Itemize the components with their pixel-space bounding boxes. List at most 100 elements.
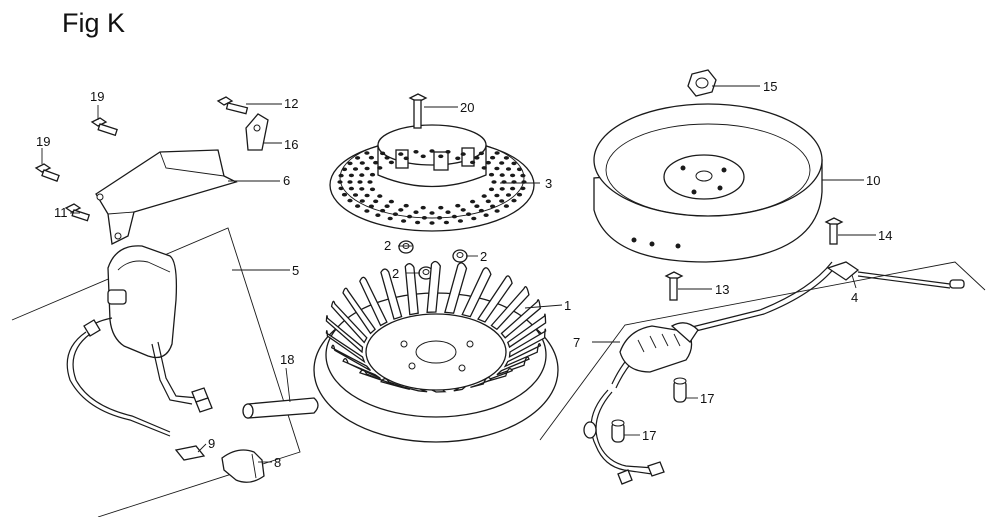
pulley-hole: [368, 155, 374, 160]
pulley-hole: [341, 192, 348, 197]
callout-c20: 20: [460, 100, 474, 115]
pulley-hole: [437, 216, 443, 220]
pulley-hole: [503, 204, 509, 208]
coil-bracket-6: [95, 149, 238, 245]
pulley-hole: [451, 214, 457, 219]
pulley-hole: [348, 186, 354, 191]
callout-c3: 3: [545, 176, 552, 191]
tube-18: [242, 397, 319, 419]
fan-blade: [490, 286, 530, 331]
pulley-hole: [364, 151, 370, 155]
pulley-hole: [505, 193, 512, 197]
fan-blade: [325, 315, 364, 354]
pulley-hole: [490, 204, 496, 209]
nut-2b: [452, 249, 468, 263]
pulley-hole: [503, 156, 509, 160]
pulley-hole: [460, 152, 466, 156]
pulley-hole: [460, 208, 466, 212]
pulley-hole: [347, 198, 353, 203]
pulley-hole: [392, 212, 398, 216]
fan-blades: [325, 260, 547, 393]
pulley-hole: [494, 209, 500, 213]
charge-coil-harness-7: [583, 261, 837, 485]
pulley-hole: [388, 160, 394, 165]
callout-c17b: 17: [642, 428, 656, 443]
sleeve-17-upper: [673, 377, 687, 403]
pulley-hole: [380, 208, 386, 213]
fan-blade: [330, 344, 371, 372]
pulley-hole: [455, 203, 461, 208]
pulley-hole: [398, 152, 404, 156]
pulley-hole: [494, 166, 500, 171]
fan-blade: [325, 330, 366, 364]
pulley-hole: [348, 173, 354, 178]
pulley-hole: [499, 199, 505, 203]
pulley-hole: [401, 219, 407, 223]
bolt-19-lower: [34, 163, 60, 182]
pulley-hole: [369, 187, 376, 192]
flywheel-nut-15: [687, 69, 717, 97]
pulley-hole: [483, 213, 489, 217]
callout-c19a: 19: [90, 89, 104, 104]
callout-c17a: 17: [700, 391, 714, 406]
pulley-hole: [413, 210, 419, 214]
pulley-hole: [429, 149, 435, 153]
pulley-hole: [438, 205, 444, 210]
pulley-hole: [499, 173, 505, 177]
pulley-hole: [494, 151, 500, 155]
bolt-19-upper: [90, 117, 118, 137]
plug-cap-9: [174, 445, 206, 461]
fan-blade: [508, 328, 547, 358]
cooling-fan-1: [313, 260, 559, 443]
pulley-hole: [485, 199, 491, 204]
wire-harness-group-outline: [539, 261, 986, 441]
pulley-hole: [373, 160, 379, 165]
pulley-hole: [377, 194, 383, 198]
callout-c18: 18: [280, 352, 294, 367]
pulley-hole: [338, 173, 344, 178]
callout-c14: 14: [878, 228, 892, 243]
pulley-hole: [443, 220, 449, 225]
pulley-hole: [509, 186, 516, 191]
pulley-hole: [359, 199, 365, 203]
bolt-12: [216, 96, 249, 115]
sensor-lead-4: [826, 261, 965, 289]
pulley-hole: [387, 216, 393, 221]
pulley-hole: [511, 161, 517, 166]
pulley-hole: [368, 204, 374, 209]
pulley-hole: [375, 213, 381, 217]
callout-c7: 7: [573, 335, 580, 350]
pulley-hole: [445, 150, 451, 154]
pulley-hole: [398, 208, 404, 212]
pulley-hole: [337, 180, 343, 184]
pulley-hole: [384, 156, 390, 160]
callout-c5: 5: [292, 263, 299, 278]
fan-blade: [461, 267, 492, 318]
fan-blade: [342, 358, 381, 380]
wire-clip-16: [245, 113, 269, 151]
fan-blade: [444, 262, 468, 314]
pulley-hole: [499, 187, 505, 191]
fan-blade: [342, 287, 376, 335]
fan-blade: [484, 367, 514, 383]
fan-blade: [500, 299, 541, 339]
sleeve-17-lower: [611, 419, 625, 443]
fan-blade: [359, 276, 388, 327]
pulley-hole: [457, 219, 463, 223]
callout-c16: 16: [284, 137, 298, 152]
fan-blade: [477, 275, 513, 323]
pulley-hole: [509, 173, 516, 178]
pulley-hole: [429, 211, 435, 215]
callout-c12: 12: [284, 96, 298, 111]
pulley-hole: [420, 205, 426, 210]
pulley-hole: [490, 155, 496, 160]
pulley-hole: [516, 167, 523, 172]
pulley-hole: [520, 173, 526, 178]
pulley-hole: [471, 216, 477, 221]
fan-blade: [503, 343, 542, 368]
callout-c2a: 2: [384, 238, 391, 253]
pulley-hole: [403, 203, 409, 208]
